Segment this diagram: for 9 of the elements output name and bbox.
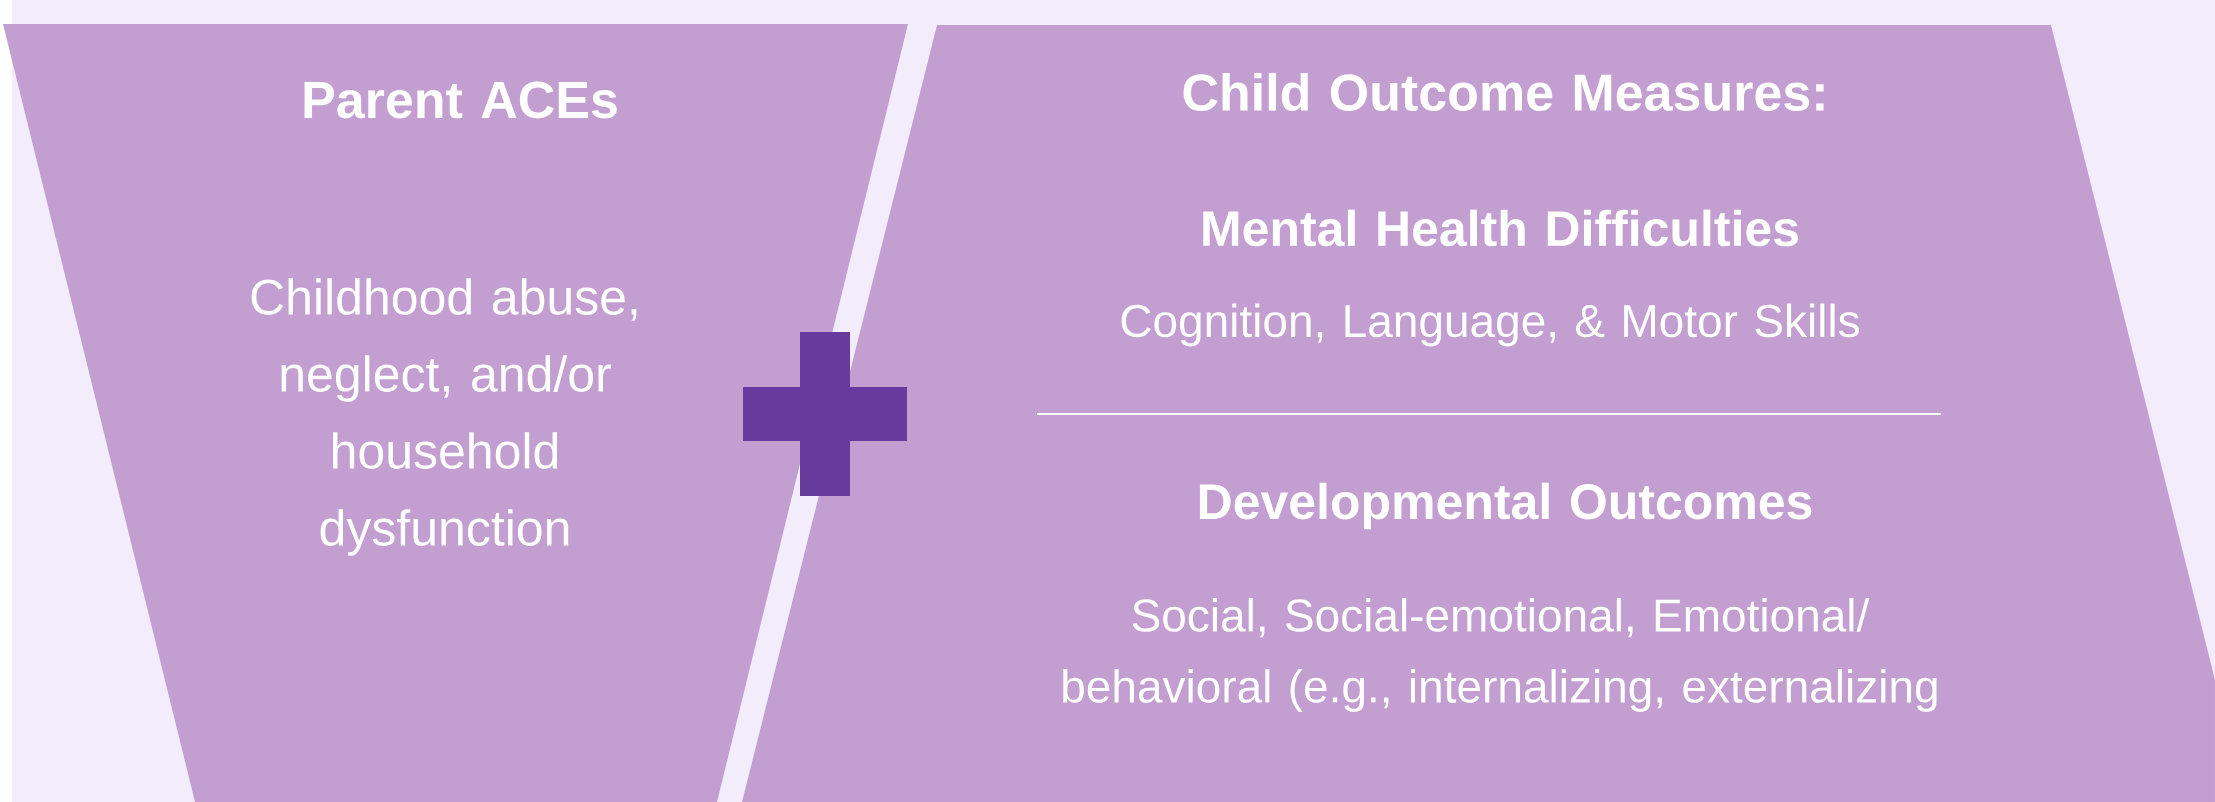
body-text: Cognition, Language, & Motor Skills [1121,303,1859,347]
body-text: Childhood abuse, neglect, and/or household dysfunction [251,278,637,556]
heading: Mental Health Difficulties [1203,209,1798,247]
trapezoid-panel [3,24,908,802]
heading: Developmental Outcomes [1199,482,1812,530]
heading: Parent ACEs [304,81,617,119]
heading: Child Outcome Measures: [1183,72,1824,112]
body-text: Social, Social-emotional, Emotional/ behavioral (e.g., internalizing, externalizing [1063,598,1937,712]
trapezoid-panel [742,25,2215,802]
